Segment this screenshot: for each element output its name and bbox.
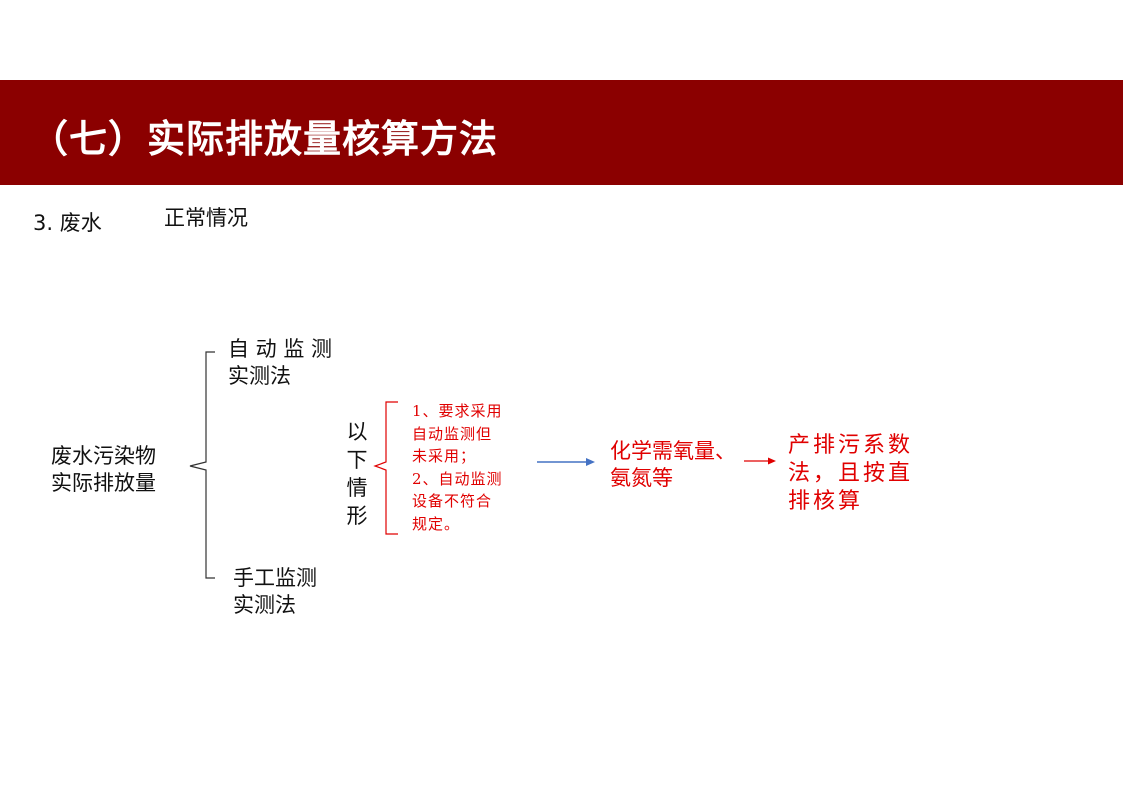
pollutants-line-1: 化学需氧量、: [610, 439, 736, 463]
condition-line-3: 未采用；: [412, 447, 477, 465]
result-line-3: 排核算: [788, 489, 864, 514]
branch-auto-line-2: 实测法: [228, 364, 291, 388]
condition-line-2: 自动监测但: [412, 424, 493, 443]
condition-char-4: 形: [346, 504, 368, 528]
result-line-1: 产排污系数: [788, 433, 914, 458]
branch-manual-line-2: 实测法: [233, 593, 296, 617]
result-line-2: 法，且按直: [788, 461, 914, 486]
condition-label: 以 下 情 形: [345, 418, 369, 530]
title-bar: [0, 80, 1123, 185]
condition-line-5: 设备不符合: [412, 492, 493, 510]
branch-auto-monitoring: 自 动 监 测 实测法: [228, 336, 332, 390]
root-line-1: 废水污染物: [51, 444, 156, 468]
page-title: （七）实际排放量核算方法: [30, 116, 499, 161]
branch-manual-monitoring: 手工监测 实测法: [233, 565, 317, 619]
root-node: 废水污染物 实际排放量: [51, 443, 156, 497]
branch-auto-line-1: 自 动 监 测: [228, 337, 333, 361]
conditions-list: 1、要求采用 自动监测但 未采用； 2、自动监测 设备不符合 规定。: [412, 400, 503, 535]
condition-char-1: 以: [346, 420, 368, 444]
root-line-2: 实际排放量: [51, 471, 156, 495]
condition-char-3: 情: [346, 476, 368, 500]
pollutants-line-2: 氨氮等: [610, 466, 673, 490]
condition-brace: [373, 401, 398, 535]
condition-line-4: 2、自动监测: [412, 469, 503, 488]
arrow-red-head: [768, 457, 776, 465]
condition-char-2: 下: [346, 448, 368, 472]
condition-line-6: 规定。: [412, 514, 461, 533]
arrow-blue-head: [586, 458, 595, 466]
branch-manual-line-1: 手工监测: [233, 566, 317, 590]
main-brace: [189, 351, 215, 579]
section-label: 3. 废水: [33, 211, 102, 235]
result-node: 产排污系数 法，且按直 排核算: [788, 432, 913, 516]
section-sublabel: 正常情况: [164, 206, 248, 230]
condition-line-1: 1、要求采用: [412, 402, 503, 420]
pollutants-node: 化学需氧量、 氨氮等: [610, 438, 736, 492]
